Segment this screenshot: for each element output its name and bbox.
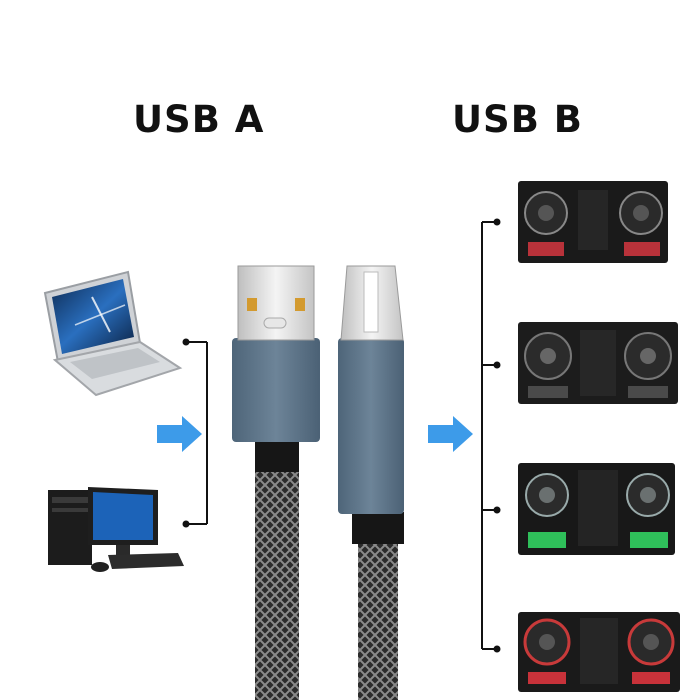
laptop-icon [43,270,183,397]
bracket-dot [493,218,501,226]
arrow-right-icon [428,416,473,452]
desktop-computer-icon [48,487,184,572]
bracket-dot [182,520,190,528]
usb-a-cable [232,265,320,700]
dj-controller-icon [518,463,675,555]
usb-a-label: USB A [133,98,265,141]
bracket-dot [182,338,190,346]
right-bracket [481,221,497,650]
bracket-dot [493,645,501,653]
dj-controller-icon [518,612,680,692]
bracket-dot [493,506,501,514]
usb-b-cable [338,265,404,700]
arrow-right-icon [157,416,202,452]
dj-controller-icon [518,322,678,404]
dj-controller-icon [518,181,668,263]
usb-b-label: USB B [452,98,583,141]
bracket-dot [493,361,501,369]
